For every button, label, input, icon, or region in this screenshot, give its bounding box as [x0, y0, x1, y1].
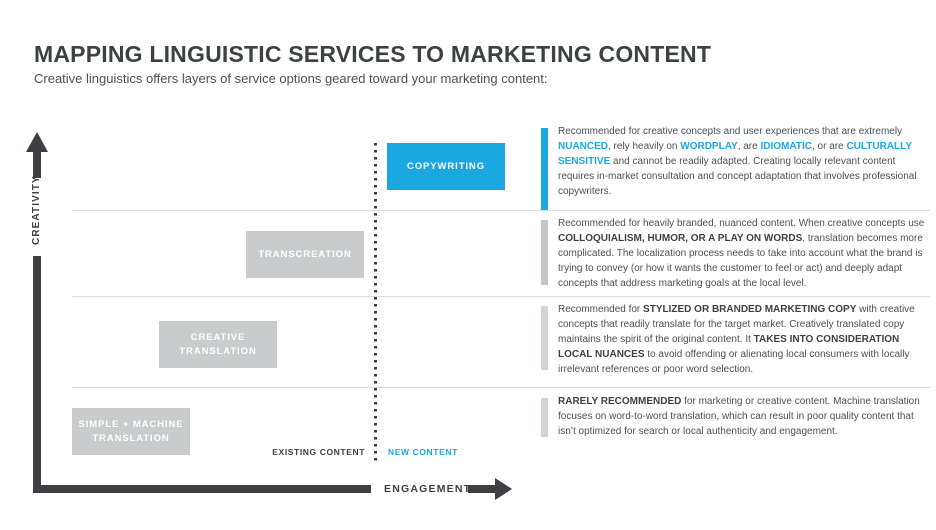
description-creative-translation: Recommended for STYLIZED OR BRANDED MARK…	[541, 304, 932, 378]
accent-bar	[541, 398, 548, 437]
service-box-label: CREATIVE TRANSLATION	[179, 331, 257, 357]
existing-content-label: EXISTING CONTENT	[272, 447, 365, 457]
description-copywriting: Recommended for creative concepts and us…	[541, 126, 932, 210]
description-text: Recommended for creative concepts and us…	[558, 126, 917, 197]
service-box-label: TRANSCREATION	[258, 248, 352, 260]
accent-bar	[541, 128, 548, 210]
page-subtitle: Creative linguistics offers layers of se…	[34, 71, 548, 86]
right-arrow-icon	[495, 478, 512, 500]
up-arrow-icon	[26, 132, 48, 152]
x-axis-label: ENGAGEMENT	[384, 483, 472, 495]
accent-bar	[541, 306, 548, 370]
x-axis-shaft	[33, 485, 371, 493]
page-title: MAPPING LINGUISTIC SERVICES TO MARKETING…	[34, 41, 712, 67]
content-column-dotted-divider	[374, 143, 377, 465]
service-box-creative-translation: CREATIVE TRANSLATION	[159, 321, 277, 368]
service-box-transcreation: TRANSCREATION	[246, 231, 364, 278]
description-text: RARELY RECOMMENDED for marketing or crea…	[558, 396, 920, 437]
row-divider	[72, 296, 930, 297]
service-box-label: SIMPLE + MACHINE TRANSLATION	[78, 418, 184, 444]
x-axis-arrow-shaft	[468, 485, 495, 493]
y-axis-label: CREATIVITY	[31, 175, 42, 245]
description-text: Recommended for STYLIZED OR BRANDED MARK…	[558, 304, 915, 375]
service-box-copywriting: COPYWRITING	[387, 143, 505, 190]
row-divider	[72, 387, 930, 388]
accent-bar	[541, 220, 548, 285]
description-text: Recommended for heavily branded, nuanced…	[558, 218, 925, 289]
y-axis-shaft-top	[33, 151, 41, 178]
service-box-simple-machine-translation: SIMPLE + MACHINE TRANSLATION	[72, 408, 190, 455]
new-content-label: NEW CONTENT	[388, 447, 458, 457]
y-axis-shaft	[33, 256, 41, 493]
description-simple-machine-translation: RARELY RECOMMENDED for marketing or crea…	[541, 396, 932, 440]
row-divider	[72, 210, 930, 211]
service-box-label: COPYWRITING	[407, 160, 485, 172]
description-transcreation: Recommended for heavily branded, nuanced…	[541, 218, 932, 292]
